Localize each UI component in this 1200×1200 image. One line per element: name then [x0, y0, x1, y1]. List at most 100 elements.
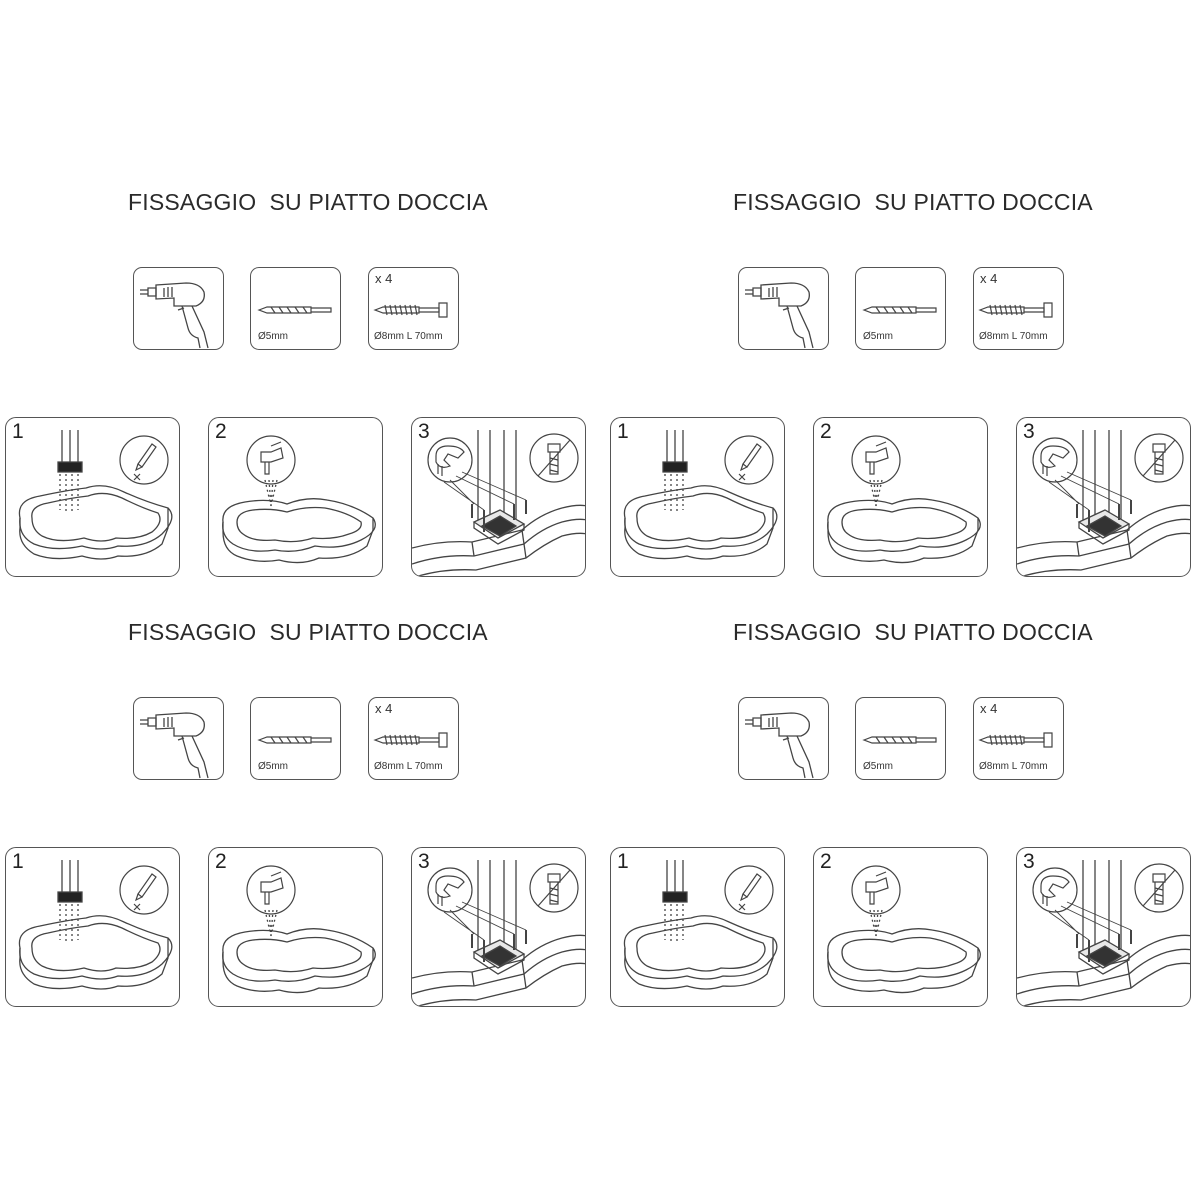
step-2: 2 [208, 417, 383, 577]
no-pencil-icon [133, 873, 157, 911]
hint-circle [724, 865, 774, 915]
no-pencil-icon [133, 443, 157, 481]
tool-screw: x 4 Ø8mm L 70mm [368, 267, 459, 350]
drill-bit-size: Ø5mm [258, 331, 288, 342]
screw-quantity: x 4 [980, 271, 998, 286]
no-screwdriver-icon [537, 439, 571, 477]
tool-drill-bit: Ø5mm [855, 697, 946, 780]
column-placement-icon [623, 860, 778, 990]
screw-quantity: x 4 [375, 701, 393, 716]
hint-circle [1032, 437, 1078, 483]
hint-circle [529, 863, 579, 913]
panel-title: FISSAGGIO SU PIATTO DOCCIA [733, 619, 1093, 645]
panel-title: FISSAGGIO SU PIATTO DOCCIA [733, 189, 1093, 215]
step-3: 3 [1016, 417, 1191, 577]
column-placement-icon [623, 430, 778, 560]
step-number: 2 [215, 850, 227, 873]
screw-size: Ø8mm L 70mm [979, 761, 1048, 772]
column-placement-icon [18, 860, 173, 990]
hint-circle [1032, 867, 1078, 913]
drill-bit-icon [862, 306, 937, 314]
tool-drill [133, 267, 224, 350]
no-screwdriver-icon [537, 869, 571, 907]
wrench-tightening-icon [412, 430, 585, 576]
step-number: 2 [820, 850, 832, 873]
step-3: 3 [411, 847, 586, 1007]
hint-circle [246, 435, 296, 485]
drill-icon [140, 712, 209, 779]
step-number: 3 [418, 850, 430, 873]
drill-bit-icon [862, 736, 937, 744]
screw-icon [978, 302, 1053, 318]
step-number: 1 [12, 850, 24, 873]
no-screwdriver-icon [1142, 439, 1176, 477]
screw-size: Ø8mm L 70mm [374, 761, 443, 772]
step-number: 2 [215, 420, 227, 443]
hint-circle [427, 437, 473, 483]
wrench-tightening-icon [1017, 860, 1190, 1006]
drilling-icon [222, 865, 376, 994]
step-1: 1 [5, 847, 180, 1007]
screw-icon [373, 302, 448, 318]
screw-quantity: x 4 [980, 701, 998, 716]
hint-circle [851, 435, 901, 485]
hint-circle [427, 867, 473, 913]
screw-icon [373, 732, 448, 748]
instruction-panel-4: FISSAGGIO SU PIATTO DOCCIA Ø5mm x 4 [605, 605, 1200, 1035]
drilling-icon [827, 865, 981, 994]
instruction-panel-1: FISSAGGIO SU PIATTO DOCCIA Ø5mm x 4 [0, 175, 600, 605]
panel-title: FISSAGGIO SU PIATTO DOCCIA [128, 189, 488, 215]
no-pencil-icon [738, 873, 762, 911]
drilling-icon [222, 435, 376, 564]
screw-size: Ø8mm L 70mm [374, 331, 443, 342]
tool-drill [738, 267, 829, 350]
drill-icon [745, 712, 814, 779]
step-2: 2 [813, 847, 988, 1007]
drill-bit-size: Ø5mm [863, 331, 893, 342]
wrench-tightening-icon [1017, 430, 1190, 576]
no-pencil-icon [738, 443, 762, 481]
step-1: 1 [5, 417, 180, 577]
panel-title: FISSAGGIO SU PIATTO DOCCIA [128, 619, 488, 645]
wrench-tightening-icon [412, 860, 585, 1006]
step-1: 1 [610, 847, 785, 1007]
drill-bit-icon [257, 306, 332, 314]
screw-size: Ø8mm L 70mm [979, 331, 1048, 342]
step-3: 3 [411, 417, 586, 577]
hint-circle [529, 433, 579, 483]
drilling-icon [827, 435, 981, 564]
drill-bit-size: Ø5mm [258, 761, 288, 772]
tool-screw: x 4 Ø8mm L 70mm [973, 267, 1064, 350]
hint-circle [724, 435, 774, 485]
screw-quantity: x 4 [375, 271, 393, 286]
tool-drill-bit: Ø5mm [250, 697, 341, 780]
screw-icon [978, 732, 1053, 748]
drill-bit-size: Ø5mm [863, 761, 893, 772]
step-2: 2 [208, 847, 383, 1007]
tool-drill-bit: Ø5mm [250, 267, 341, 350]
step-number: 3 [1023, 420, 1035, 443]
step-number: 2 [820, 420, 832, 443]
step-number: 3 [418, 420, 430, 443]
step-number: 1 [617, 420, 629, 443]
column-placement-icon [18, 430, 173, 560]
tool-screw: x 4 Ø8mm L 70mm [973, 697, 1064, 780]
hint-circle [119, 435, 169, 485]
no-screwdriver-icon [1142, 869, 1176, 907]
hint-circle [1134, 433, 1184, 483]
instruction-panel-2: FISSAGGIO SU PIATTO DOCCIA Ø5mm x 4 [605, 175, 1200, 605]
hint-circle [246, 865, 296, 915]
step-number: 1 [617, 850, 629, 873]
step-3: 3 [1016, 847, 1191, 1007]
tool-drill [133, 697, 224, 780]
tool-drill-bit: Ø5mm [855, 267, 946, 350]
step-number: 3 [1023, 850, 1035, 873]
step-number: 1 [12, 420, 24, 443]
tool-drill [738, 697, 829, 780]
step-2: 2 [813, 417, 988, 577]
hint-circle [851, 865, 901, 915]
tool-screw: x 4 Ø8mm L 70mm [368, 697, 459, 780]
drill-icon [745, 282, 814, 349]
hint-circle [1134, 863, 1184, 913]
hint-circle [119, 865, 169, 915]
